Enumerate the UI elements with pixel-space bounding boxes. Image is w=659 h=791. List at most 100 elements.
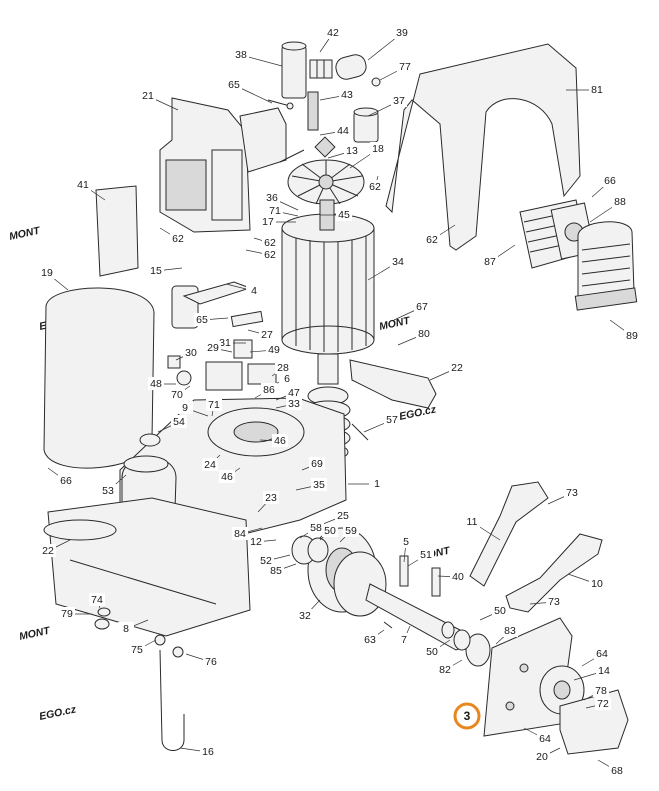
callout-label-25[interactable]: 25 [337,510,349,522]
callout-label-64[interactable]: 64 [539,733,551,745]
callout-label-11[interactable]: 11 [467,516,478,528]
callout-label-72[interactable]: 72 [597,698,609,710]
callout-label-17[interactable]: 17 [262,216,274,228]
callout-label-62[interactable]: 62 [426,234,438,246]
callout-label-86[interactable]: 86 [263,384,275,396]
callout-label-70[interactable]: 70 [171,389,183,401]
callout-label-9[interactable]: 9 [182,402,188,414]
callout-label-15[interactable]: 15 [150,265,162,277]
callout-label-50[interactable]: 50 [324,525,336,537]
callout-label-48[interactable]: 48 [150,378,162,390]
callout-label-43[interactable]: 43 [341,89,353,101]
callout-label-5[interactable]: 5 [403,536,409,548]
callout-label-81[interactable]: 81 [591,84,603,96]
callout-label-73[interactable]: 73 [548,596,560,608]
callout-label-42[interactable]: 42 [327,27,339,39]
callout-label-64[interactable]: 64 [596,648,608,660]
callout-label-32[interactable]: 32 [299,610,311,622]
callout-label-31[interactable]: 31 [219,337,231,349]
callout-label-62[interactable]: 62 [264,237,276,249]
callout-label-33[interactable]: 33 [288,398,300,410]
callout-label-29[interactable]: 29 [207,342,219,354]
callout-label-80[interactable]: 80 [418,328,430,340]
callout-label-62[interactable]: 62 [172,233,184,245]
callout-label-16[interactable]: 16 [202,746,214,758]
callout-label-79[interactable]: 79 [61,608,73,620]
callout-label-59[interactable]: 59 [345,525,357,537]
callout-label-12[interactable]: 12 [250,536,262,548]
callout-label-24[interactable]: 24 [204,459,216,471]
callout-label-58[interactable]: 58 [310,522,322,534]
callout-label-66[interactable]: 66 [60,475,72,487]
callout-label-40[interactable]: 40 [452,571,464,583]
callout-label-41[interactable]: 41 [77,179,89,191]
callout-label-89[interactable]: 89 [626,330,638,342]
callout-label-20[interactable]: 20 [536,751,548,763]
callout-label-65[interactable]: 65 [228,79,240,91]
callout-label-85[interactable]: 85 [270,565,282,577]
callout-label-27[interactable]: 27 [261,329,273,341]
callout-label-46[interactable]: 46 [221,471,233,483]
callout-label-10[interactable]: 10 [591,578,603,590]
callout-label-4[interactable]: 4 [251,285,257,297]
callout-label-75[interactable]: 75 [131,644,143,656]
callout-label-14[interactable]: 14 [598,665,610,677]
callout-label-82[interactable]: 82 [439,664,451,676]
callout-label-88[interactable]: 88 [614,196,626,208]
callout-label-34[interactable]: 34 [392,256,404,268]
callout-label-49[interactable]: 49 [268,344,280,356]
callout-label-39[interactable]: 39 [396,27,408,39]
callout-label-71[interactable]: 71 [269,205,281,217]
callout-label-73[interactable]: 73 [566,487,578,499]
callout-label-84[interactable]: 84 [234,528,246,540]
callout-label-57[interactable]: 57 [386,414,398,426]
callout-label-76[interactable]: 76 [205,656,217,668]
callout-label-44[interactable]: 44 [337,125,349,137]
callout-label-45[interactable]: 45 [338,209,350,221]
callout-bg-78 [593,684,609,697]
callout-label-83[interactable]: 83 [504,625,516,637]
callout-label-67[interactable]: 67 [416,301,428,313]
callout-label-46[interactable]: 46 [274,435,286,447]
callout-label-69[interactable]: 69 [311,458,323,470]
callout-label-30[interactable]: 30 [185,347,197,359]
callout-label-50[interactable]: 50 [426,646,438,658]
callout-label-68[interactable]: 68 [611,765,623,777]
callout-label-7[interactable]: 7 [401,634,407,646]
callout-label-54[interactable]: 54 [173,416,185,428]
callout-label-13[interactable]: 13 [346,145,358,157]
callout-label-87[interactable]: 87 [484,256,496,268]
callout-label-65[interactable]: 65 [196,314,208,326]
callout-bg-86 [261,383,277,396]
release-key-10-part [505,533,603,613]
callout-label-36[interactable]: 36 [266,192,278,204]
callout-label-18[interactable]: 18 [372,143,384,155]
callout-label-6[interactable]: 6 [284,373,290,385]
callout-label-19[interactable]: 19 [41,267,53,279]
highlighted-callout[interactable]: 3 [453,702,481,730]
callout-label-63[interactable]: 63 [364,634,376,646]
callout-label-37[interactable]: 37 [393,95,405,107]
callout-label-62[interactable]: 62 [264,249,276,261]
callout-label-22[interactable]: 22 [451,362,463,374]
callout-label-1[interactable]: 1 [374,478,380,490]
callout-label-35[interactable]: 35 [313,479,325,491]
callout-label-62[interactable]: 62 [369,181,381,193]
callout-label-66[interactable]: 66 [604,175,616,187]
callout-label-28[interactable]: 28 [277,362,289,374]
callout-bg-73 [546,595,562,608]
callout-label-71[interactable]: 71 [208,399,220,411]
callout-label-77[interactable]: 77 [399,61,411,73]
callout-label-8[interactable]: 8 [123,623,129,635]
callout-label-22[interactable]: 22 [42,545,54,557]
callout-label-51[interactable]: 51 [420,549,432,561]
callout-label-74[interactable]: 74 [91,594,103,606]
callout-label-23[interactable]: 23 [265,492,277,504]
callout-label-78[interactable]: 78 [595,685,607,697]
callout-label-53[interactable]: 53 [102,485,114,497]
callout-label-38[interactable]: 38 [235,49,247,61]
callout-label-50[interactable]: 50 [494,605,506,617]
callout-label-47[interactable]: 47 [288,387,300,399]
callout-label-21[interactable]: 21 [142,90,154,102]
callout-label-52[interactable]: 52 [260,555,272,567]
